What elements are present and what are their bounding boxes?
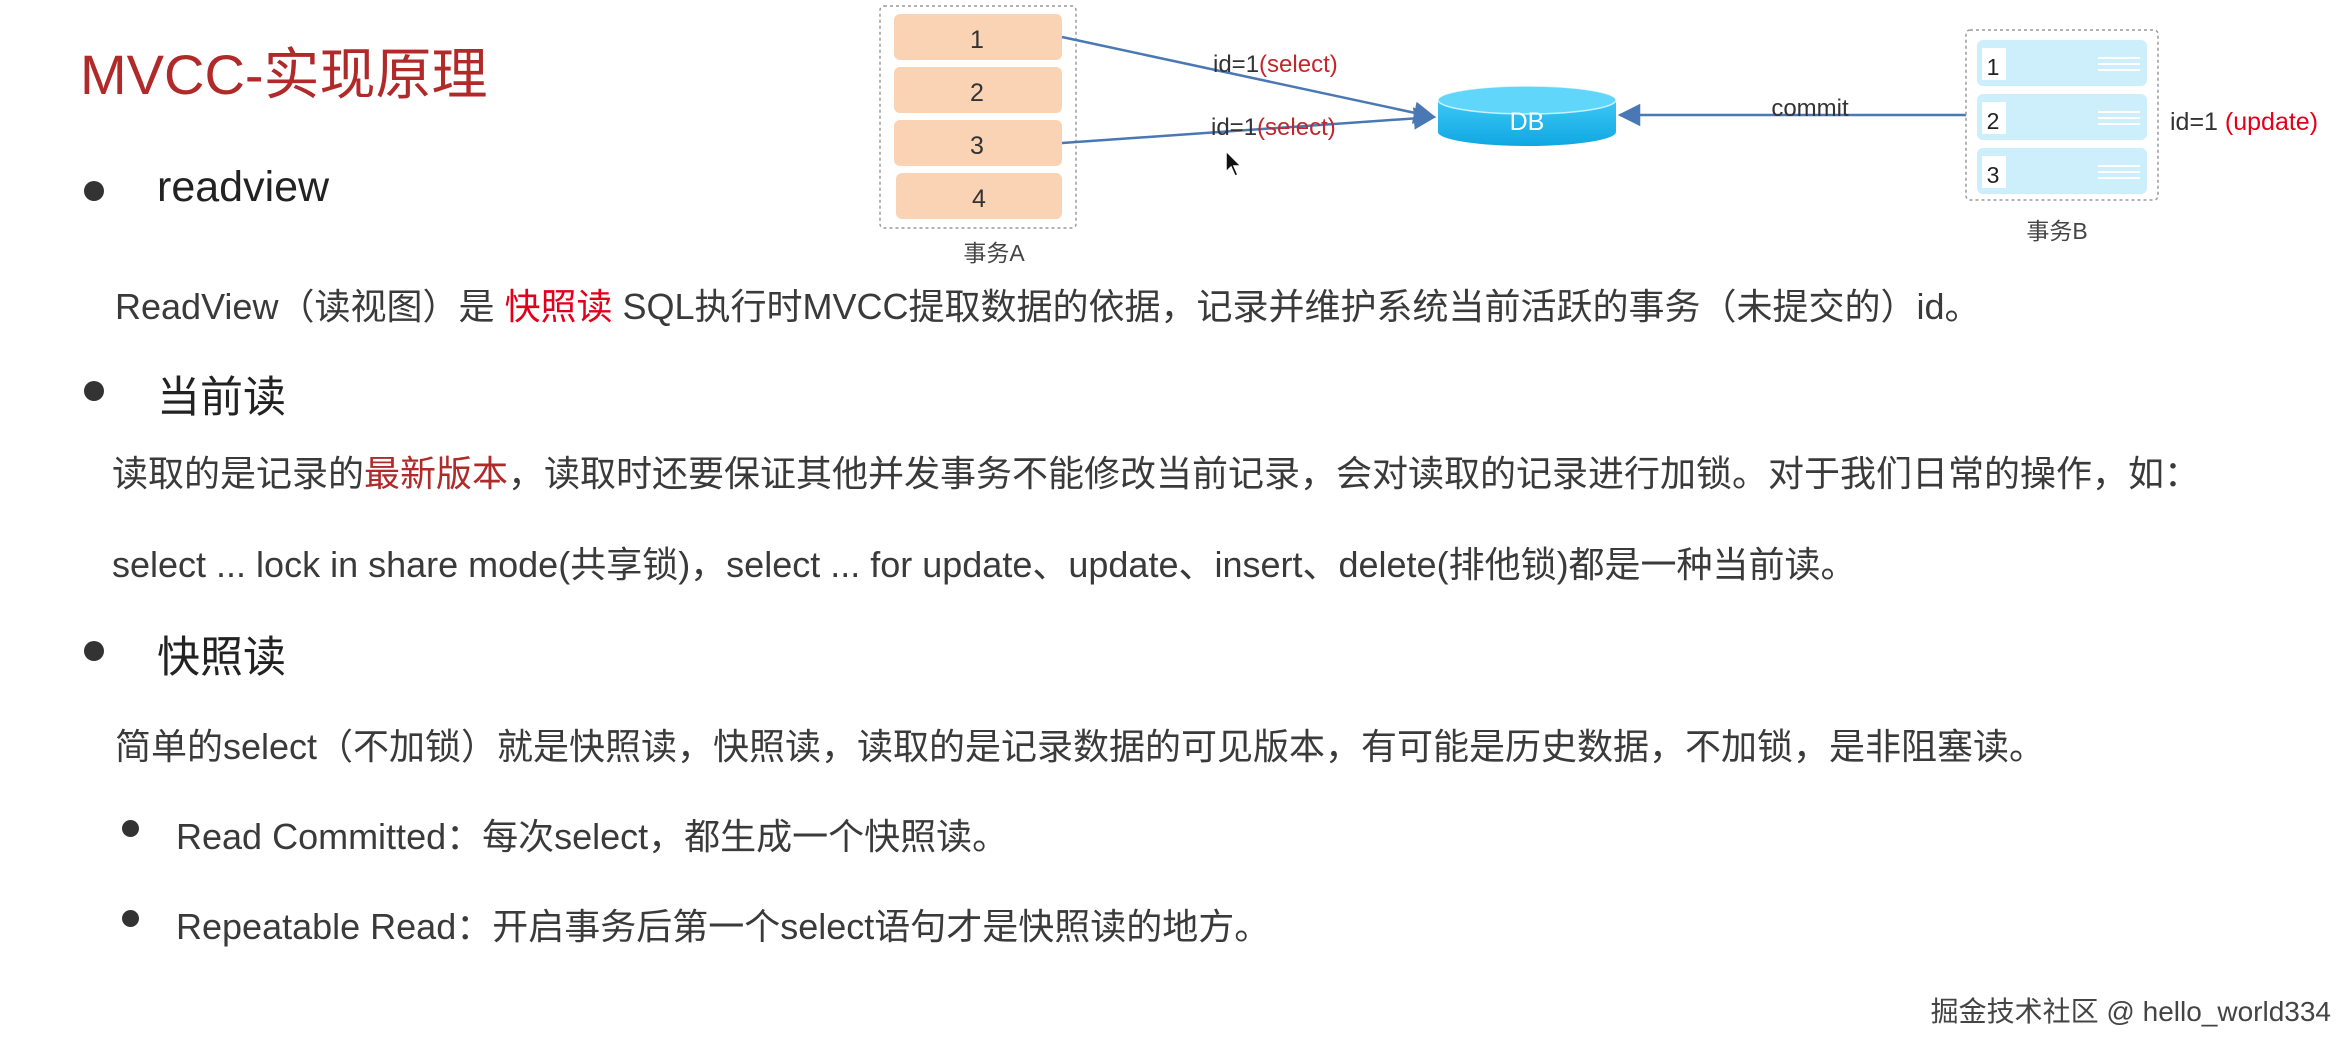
commit-label: commit	[1771, 95, 1849, 122]
transaction-b-frame	[1965, 29, 2159, 201]
txb-step-box	[1977, 94, 2147, 140]
txb-step-label: 3	[1987, 162, 2000, 188]
mouse-cursor-icon	[1225, 150, 1243, 177]
txb-step-label: 2	[1987, 108, 2000, 134]
row-lines-icon	[2098, 57, 2140, 179]
select-label-2: id=1(select)	[1211, 114, 1336, 141]
section-heading-snapshot-read: 快照读	[157, 634, 286, 682]
watermark: 掘金技术社区 @ hello_world334	[1930, 996, 2331, 1027]
database-icon: DB	[1437, 85, 1617, 146]
select-label-1: id=1(select)	[1213, 51, 1338, 78]
db-label: DB	[1510, 108, 1545, 136]
page-title: MVCC-实现原理	[80, 43, 488, 106]
txa-step-box	[894, 67, 1062, 113]
txa-step-label: 3	[970, 132, 984, 160]
txa-step-box	[896, 173, 1062, 219]
readview-description: ReadView（读视图）是 快照读 SQL执行时MVCC提取数据的依据，记录并…	[115, 286, 1981, 327]
txa-step-label: 2	[970, 79, 984, 107]
bullet-icon	[84, 641, 104, 661]
current-read-line-1: 读取的是记录的最新版本，读取时还要保证其他并发事务不能修改当前记录，会对读取的记…	[112, 453, 2201, 494]
mvcc-diagram: 1 2 3 4 事务A id=1(select) id=1(select) DB…	[879, 5, 2318, 266]
update-note: id=1 (update)	[2170, 108, 2318, 136]
sub-bullet-icon	[122, 820, 139, 837]
txa-step-label: 1	[970, 26, 984, 54]
txb-step-box	[1977, 148, 2147, 194]
txa-step-box	[894, 120, 1062, 166]
select-arrow-1	[1061, 35, 1437, 124]
snapshot-item-read-committed: Read Committed：每次select，都生成一个快照读。	[176, 816, 1009, 857]
txb-step-box	[1977, 40, 2147, 86]
bullet-icon	[84, 381, 104, 401]
transaction-b-group: 1 2 3 事务B	[1965, 29, 2159, 244]
transaction-a-group: 1 2 3 4 事务A	[879, 5, 1077, 266]
section-heading-current-read: 当前读	[157, 374, 286, 422]
txa-step-box	[894, 14, 1062, 60]
transaction-a-frame	[879, 5, 1077, 229]
transaction-b-label: 事务B	[2026, 218, 2087, 244]
transaction-a-label: 事务A	[963, 240, 1025, 266]
select-arrow-2	[1061, 107, 1437, 145]
snapshot-item-repeatable-read: Repeatable Read：开启事务后第一个select语句才是快照读的地方…	[176, 906, 1271, 947]
txa-step-label: 4	[972, 185, 986, 213]
section-heading-readview: readview	[157, 163, 330, 211]
snapshot-read-description: 简单的select（不加锁）就是快照读，快照读，读取的是记录数据的可见版本，有可…	[115, 726, 2046, 767]
current-read-line-2: select ... lock in share mode(共享锁)，selec…	[112, 544, 1857, 585]
sub-bullet-icon	[122, 910, 139, 927]
txb-step-label: 1	[1987, 54, 2000, 80]
bullet-icon	[84, 181, 104, 201]
